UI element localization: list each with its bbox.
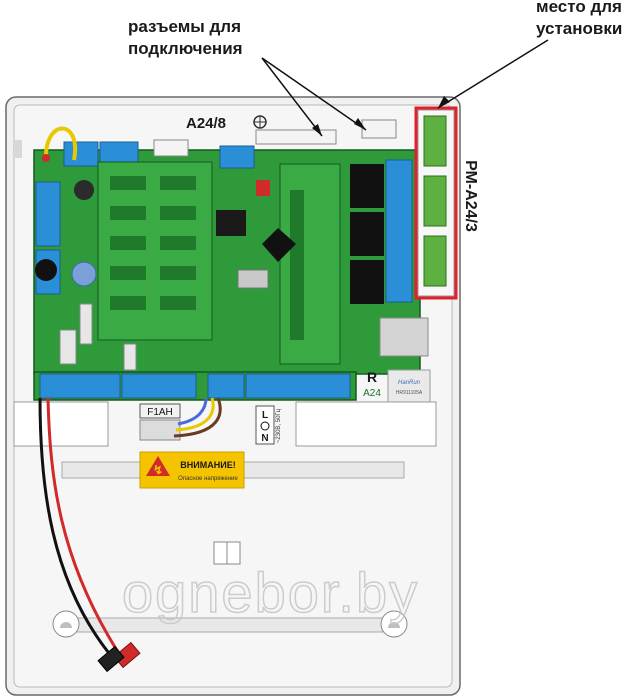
callout-arrowhead-2 <box>354 118 366 130</box>
ethernet-module <box>379 317 429 357</box>
red-jumper <box>256 180 270 196</box>
warning-bolt-icon: ↯ <box>153 463 163 477</box>
callout-arrowhead-1 <box>312 124 322 136</box>
callout-lines <box>261 39 549 137</box>
resistor-1 <box>59 329 77 365</box>
daughter-board-vertical <box>279 163 341 365</box>
top-terminals <box>63 141 255 169</box>
battery-wire-red <box>46 397 120 653</box>
mains-terminal <box>139 419 181 441</box>
warning-subtitle: Опасное напряжение <box>178 476 238 482</box>
wire-blue <box>177 397 208 426</box>
module-install-area <box>414 106 458 300</box>
mains-label-plate <box>255 405 275 445</box>
bottom-terminals <box>39 373 351 399</box>
relay-module <box>387 369 431 403</box>
connectors-label-line1: разъемы для <box>128 17 241 36</box>
vertical-board-strip <box>290 190 304 340</box>
mount-keyhole-right <box>388 622 400 628</box>
battery-connector-black <box>97 645 125 673</box>
right-terminals <box>385 159 413 303</box>
crystal <box>237 269 269 289</box>
capacitor-1 <box>71 261 97 287</box>
ic-chip-1 <box>216 210 246 236</box>
board-model-label: A24/8 <box>186 115 226 132</box>
callout-arrowhead-3 <box>438 96 450 108</box>
install-label-line2: установки <box>536 19 622 38</box>
watermark-text: ognebor.by <box>122 561 419 624</box>
warning-title: ВНИМАНИЕ! <box>180 460 235 470</box>
fuse-holder <box>139 403 181 419</box>
top-white-connectors <box>153 119 397 157</box>
yellow-loop-wire <box>43 126 78 161</box>
resistor-3 <box>123 343 137 371</box>
enclosure-cutout-left <box>13 401 109 447</box>
board-logo: R <box>367 369 377 385</box>
central-ic <box>262 228 296 262</box>
board-code: A24 <box>363 388 381 399</box>
resistor-2 <box>79 303 93 345</box>
enclosure-clip-left <box>14 140 22 158</box>
enclosure-cutout-right <box>295 401 437 447</box>
fuse-label: F1AH <box>147 407 173 418</box>
relay-part-text: HR911105A <box>396 390 423 396</box>
wire-yellow <box>175 397 215 432</box>
mains-L-label: L <box>262 410 268 421</box>
warning-triangle-icon <box>146 456 170 476</box>
mains-voltage-label: ~230В, 50Гц <box>276 408 282 443</box>
relays <box>350 164 384 304</box>
highlight-frame <box>414 106 458 300</box>
battery-wire-black <box>38 397 110 653</box>
capacitor-2 <box>74 180 94 200</box>
daughter-board-chips <box>110 176 196 310</box>
daughter-board-left <box>97 161 213 341</box>
mains-N-label: N <box>261 433 268 444</box>
wire-terminal <box>42 154 50 162</box>
relay-brand-text: HanRun <box>398 380 421 386</box>
wire-brown <box>173 397 222 438</box>
install-label-line1: место для <box>536 0 622 16</box>
ground-icon <box>260 421 270 431</box>
connectors-label-line2: подключения <box>128 39 243 58</box>
buzzer <box>35 259 57 281</box>
module-name-label: РМ-А24/3 <box>462 160 479 232</box>
mount-keyhole-left <box>60 622 72 628</box>
